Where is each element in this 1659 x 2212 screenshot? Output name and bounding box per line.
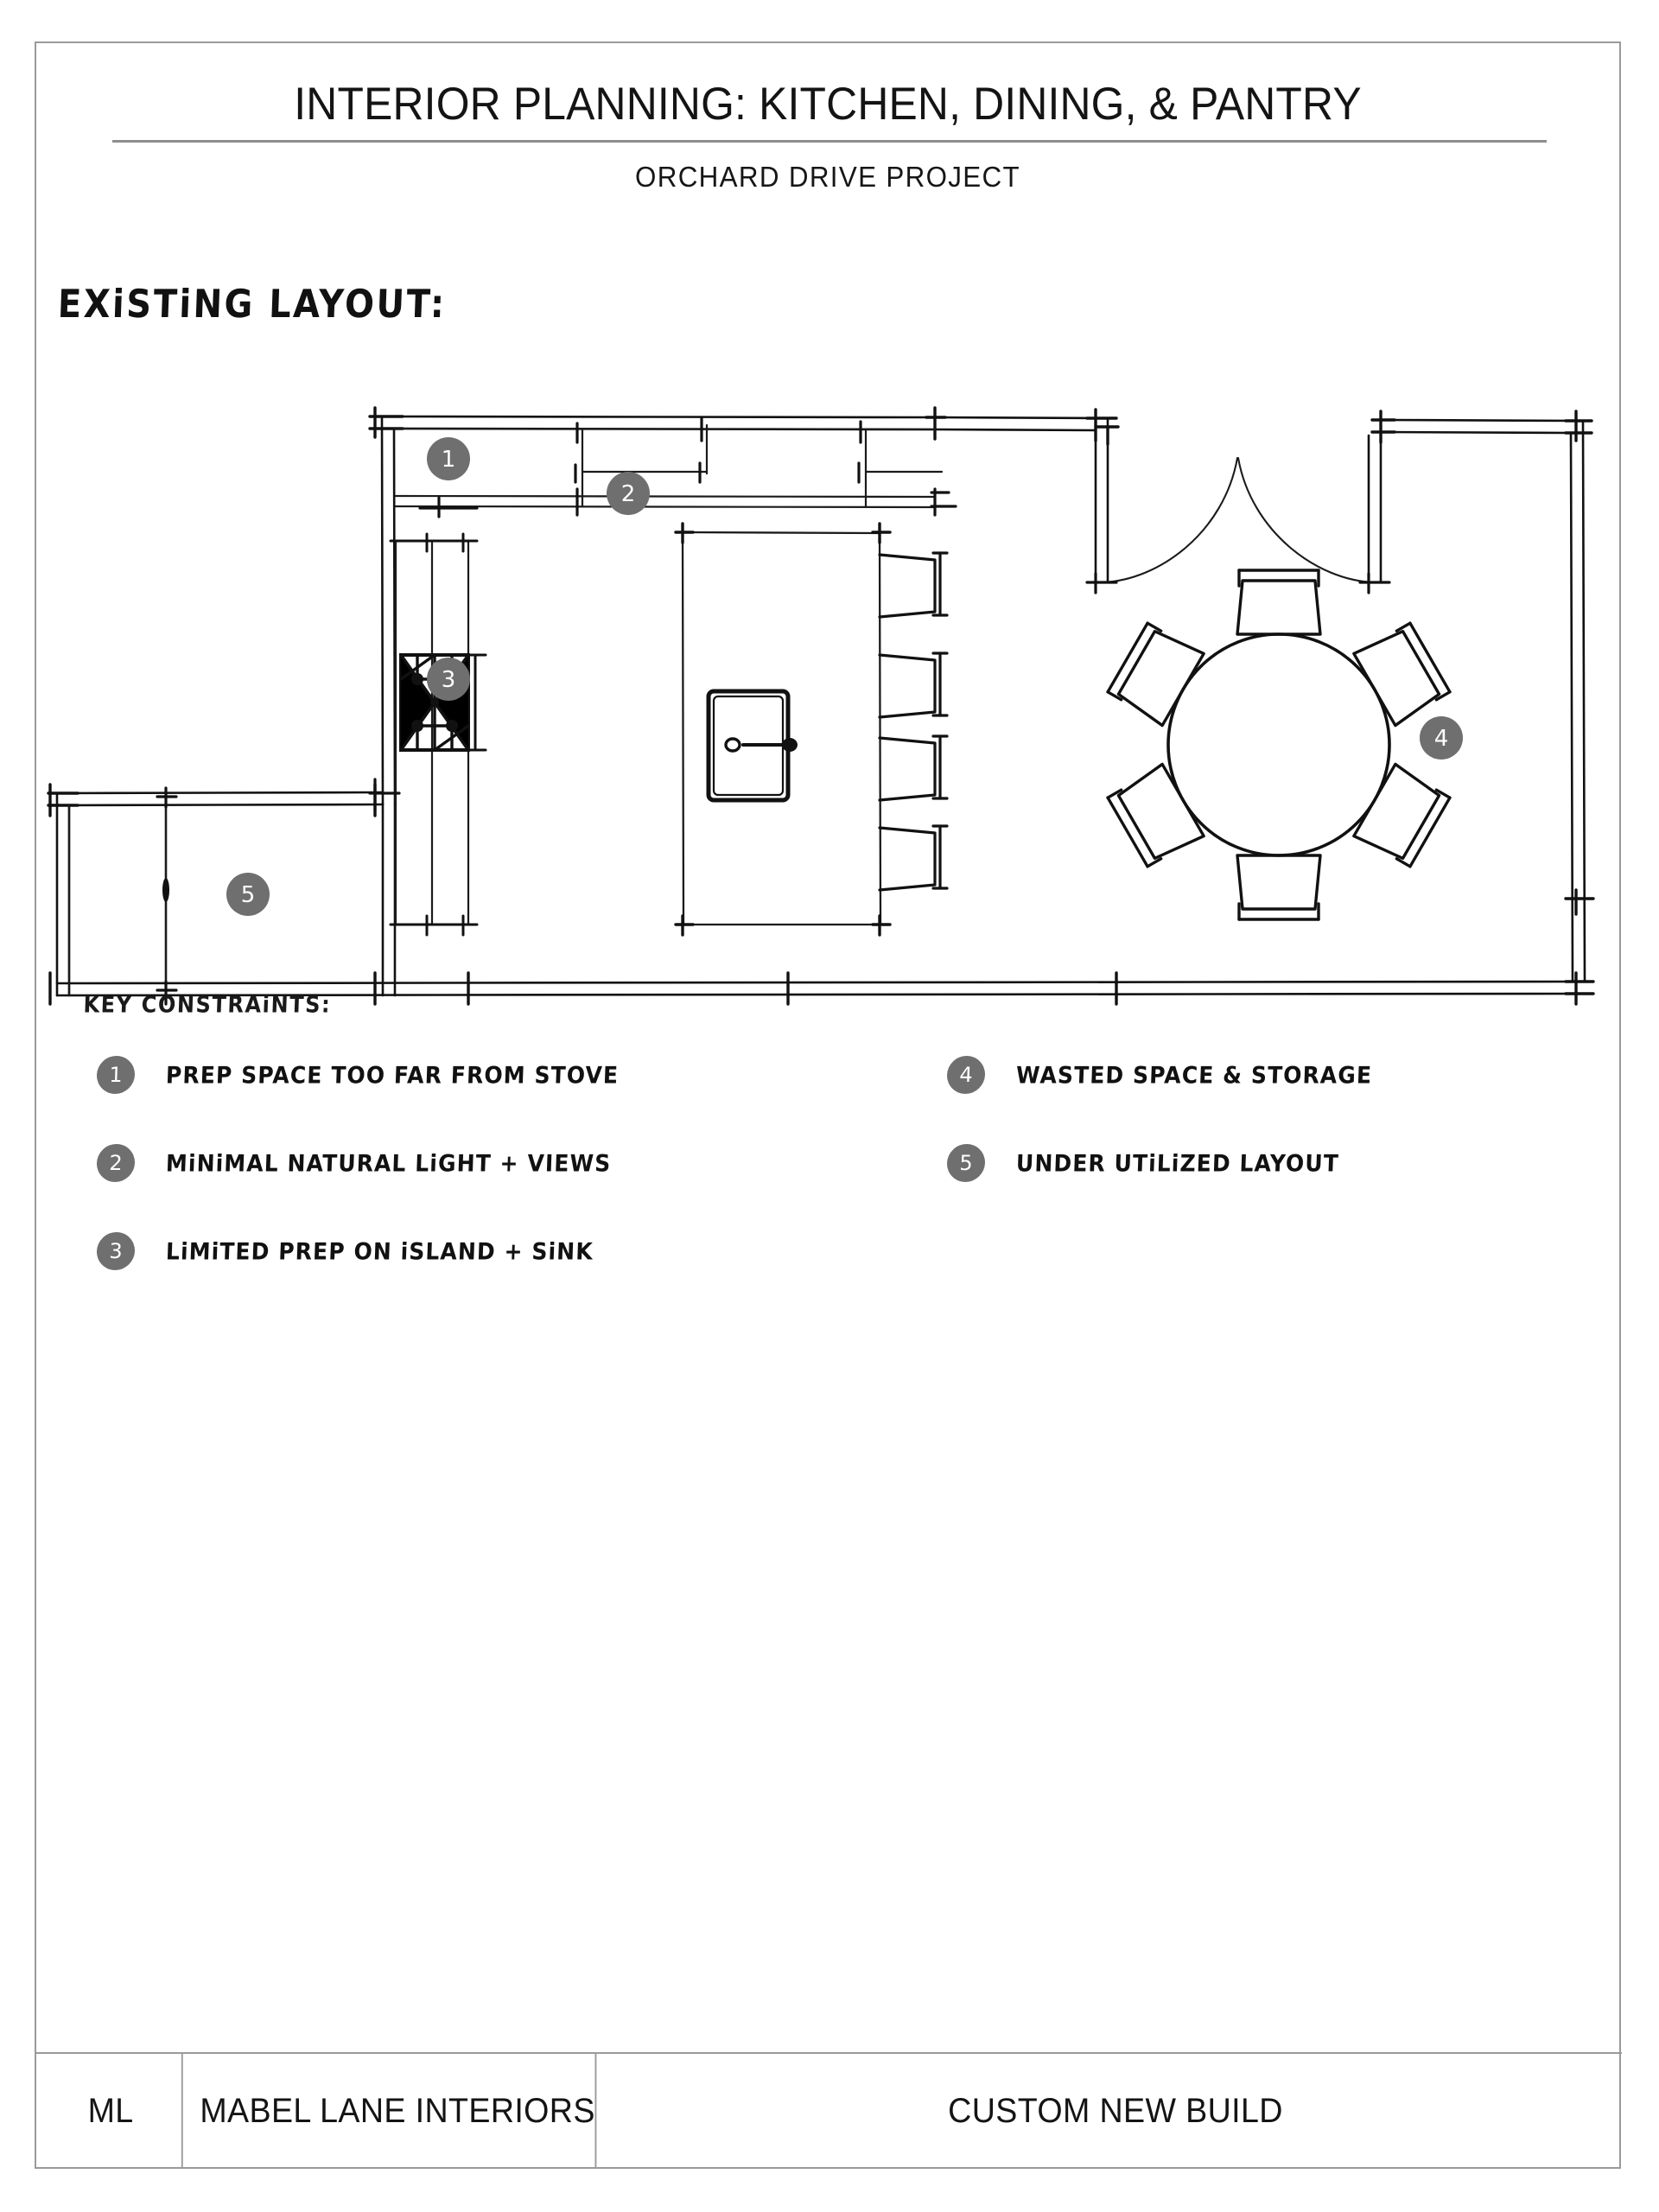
- plan-callout-1[interactable]: 1: [427, 437, 470, 480]
- title-block: ML MABEL LANE INTERIORS CUSTOM NEW BUILD: [35, 2052, 1622, 2168]
- plan-callout-4-number: 4: [1434, 726, 1449, 752]
- key-constraint-bullet-2: 2: [96, 1144, 136, 1182]
- key-constraint-label-5: UNDER UTiLiZED LAYOUT: [1015, 1149, 1340, 1177]
- pantry-room: [67, 778, 401, 1006]
- pantry-door: [162, 804, 169, 997]
- plan-callout-2[interactable]: 2: [607, 472, 650, 515]
- island-sink: [706, 689, 798, 803]
- key-constraints-heading: KEY CONSTRAiNTS:: [83, 991, 332, 1018]
- left-cabinet-run: [389, 532, 479, 937]
- key-constraint-item-2[interactable]: 2 MiNiMAL NATURAL LiGHT + VIEWS: [96, 1135, 805, 1191]
- exterior-walls: [55, 415, 1586, 997]
- drawing-sheet: INTERIOR PLANNING: KITCHEN, DINING, & PA…: [35, 41, 1623, 2169]
- title-divider: [112, 140, 1547, 143]
- floor-plan: 1 2 3 4 5: [36, 354, 1623, 1011]
- key-constraint-item-5[interactable]: 5 UNDER UTiLiZED LAYOUT: [946, 1135, 1656, 1191]
- dining-chairs: [1106, 569, 1452, 921]
- title-block-project-type: CUSTOM NEW BUILD: [948, 2091, 1283, 2130]
- key-constraint-item-3[interactable]: 3 LiMiTED PREP ON iSLAND + SiNK: [96, 1224, 805, 1279]
- round-dining-table: [1166, 632, 1391, 857]
- key-constraint-bullet-5: 5: [946, 1144, 986, 1182]
- plan-callout-5-number: 5: [241, 882, 256, 908]
- upper-cabinet-run: [392, 416, 957, 518]
- wall-tick-marks: [47, 406, 1595, 1006]
- key-constraint-item-1[interactable]: 1 PREP SPACE TOO FAR FROM STOVE: [96, 1047, 805, 1103]
- bar-stools: [878, 551, 949, 892]
- key-constraint-item-4[interactable]: 4 WASTED SPACE & STORAGE: [946, 1047, 1656, 1103]
- title-block-initials: ML: [40, 2054, 183, 2168]
- section-heading-existing-layout: EXiSTiNG LAYOUT:: [57, 282, 448, 327]
- key-constraints-column-left: 1 PREP SPACE TOO FAR FROM STOVE 2 MiNiMA…: [96, 1047, 805, 1312]
- plan-callout-3[interactable]: 3: [427, 658, 470, 701]
- plan-callout-4[interactable]: 4: [1420, 716, 1463, 760]
- double-door-swing: [1085, 434, 1391, 594]
- key-constraint-label-2: MiNiMAL NATURAL LiGHT + VIEWS: [165, 1149, 612, 1177]
- kitchen-island: [674, 522, 892, 937]
- key-constraints-block: KEY CONSTRAiNTS: 1 PREP SPACE TOO FAR FR…: [83, 991, 1586, 1270]
- plan-callouts[interactable]: 1 2 3 4 5: [226, 437, 1463, 916]
- key-constraint-bullet-4: 4: [946, 1056, 986, 1094]
- key-constraint-bullet-3: 3: [96, 1232, 136, 1270]
- floor-plan-svg: 1 2 3 4 5: [47, 406, 1595, 1006]
- page-title: INTERIOR PLANNING: KITCHEN, DINING, & PA…: [294, 79, 1362, 130]
- plan-callout-5[interactable]: 5: [226, 873, 270, 916]
- page-subtitle: ORCHARD DRIVE PROJECT: [635, 161, 1020, 193]
- key-constraint-bullet-1: 1: [96, 1056, 136, 1094]
- key-constraints-column-right: 4 WASTED SPACE & STORAGE 5 UNDER UTiLiZE…: [946, 1047, 1656, 1224]
- title-block-firm-name: MABEL LANE INTERIORS: [200, 2054, 597, 2168]
- plan-callout-3-number: 3: [442, 667, 456, 693]
- key-constraint-label-3: LiMiTED PREP ON iSLAND + SiNK: [165, 1237, 594, 1265]
- plan-callout-2-number: 2: [621, 481, 636, 507]
- key-constraint-label-4: WASTED SPACE & STORAGE: [1015, 1061, 1373, 1089]
- key-constraint-label-1: PREP SPACE TOO FAR FROM STOVE: [165, 1061, 620, 1089]
- plan-callout-1-number: 1: [442, 447, 456, 473]
